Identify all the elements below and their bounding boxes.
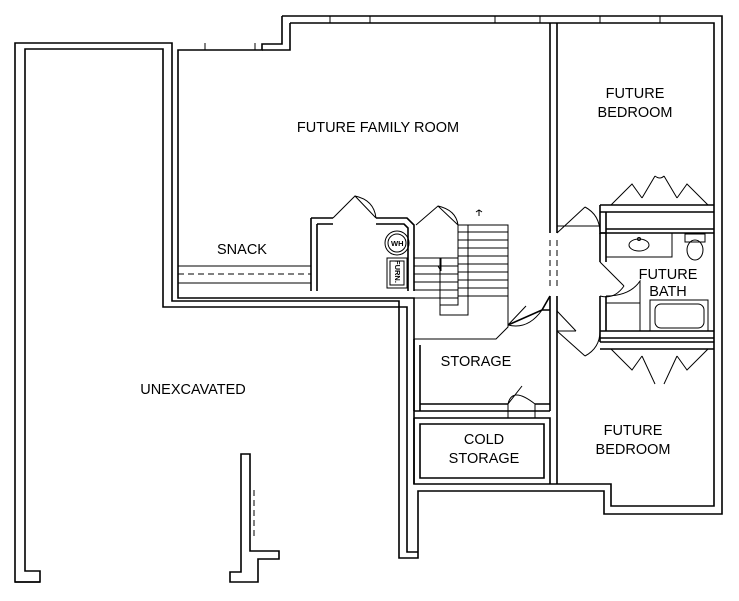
bath-label-2: BATH (649, 284, 687, 300)
closet-door-top-right (663, 175, 709, 206)
unexcavated-stub-wall (229, 453, 280, 583)
closet-door-bottom-right (663, 348, 709, 385)
cold-storage-wall (413, 417, 551, 484)
partition-opening (549, 240, 558, 290)
bath-top-wall (600, 228, 714, 234)
bath-bottom-wall (600, 330, 714, 350)
exterior-wall-outer (14, 15, 723, 583)
furnace-label: FURN. (393, 260, 402, 283)
cold-storage-door (507, 385, 536, 418)
cold-storage-label-2: STORAGE (449, 451, 520, 467)
bath-door (599, 261, 625, 298)
faucet-icon (637, 237, 641, 241)
storage-wall-right (507, 295, 551, 326)
stair-treads (414, 231, 508, 299)
mech-door (332, 195, 377, 219)
bedroom-top-label-1: FUTURE (606, 86, 665, 102)
partition-wall-right (549, 23, 558, 233)
bath-left-wall (599, 233, 607, 342)
family-room-label: FUTURE FAMILY ROOM (297, 120, 459, 136)
snack-counter (178, 265, 311, 284)
hall-door-lower (556, 310, 577, 332)
closet-door-bottom-left (610, 348, 656, 385)
bedroom-bottom-door (556, 330, 601, 357)
partition-wall-right-low (549, 296, 558, 484)
water-heater-ring (387, 233, 407, 253)
bedroom-top-label-2: BEDROOM (598, 105, 673, 121)
exterior-wall-step (262, 23, 291, 51)
water-heater-label: WH (391, 239, 404, 248)
furnace-icon (386, 257, 408, 289)
stair-enclosure (310, 217, 415, 291)
room-labels: FUTURE FAMILY ROOM FUTURE BEDROOM FUTURE… (140, 86, 697, 467)
bath-label-1: FUTURE (639, 267, 698, 283)
water-heater-icon (384, 230, 410, 256)
toilet-bowl-icon (686, 239, 704, 261)
stair-door (415, 205, 459, 226)
exterior-walls (14, 15, 723, 583)
unexcavated-label: UNEXCAVATED (140, 382, 246, 398)
sink-icon (628, 238, 650, 252)
toilet-tank (684, 233, 706, 243)
furnace-inner (389, 260, 405, 286)
bathtub-inner (654, 303, 705, 329)
bath-closet (606, 302, 641, 331)
bedroom-bottom-label-1: FUTURE (604, 423, 663, 439)
vanity (605, 232, 673, 258)
bedroom-bottom-label-2: BEDROOM (596, 442, 671, 458)
storage-label: STORAGE (441, 354, 512, 370)
window-marks-top (204, 16, 661, 50)
bedroom-top-door (556, 206, 601, 234)
storage-wall (413, 339, 550, 412)
closet-door-top-arc (654, 175, 665, 179)
stair-stringer (439, 225, 469, 316)
closet-door-top-left (610, 175, 656, 206)
storage-door (507, 305, 543, 327)
stair-arrow (475, 209, 483, 216)
stair-arrow-low (437, 258, 442, 272)
stair-wall-right (414, 224, 509, 340)
cold-storage-label-1: COLD (464, 432, 504, 448)
snack-label: SNACK (217, 242, 267, 258)
interior-walls: WH FURN. (178, 23, 714, 484)
bathtub (649, 299, 709, 332)
